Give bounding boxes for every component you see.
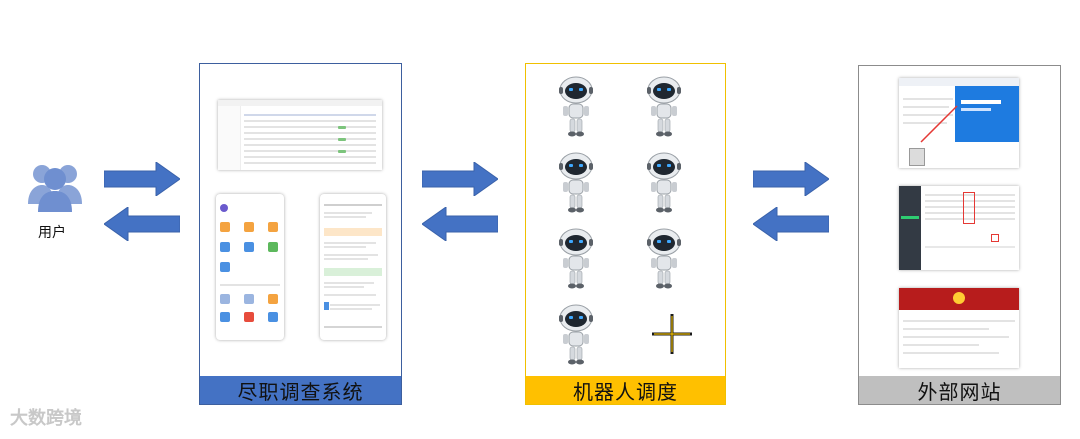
robot-scheduling-title: 机器人调度 <box>526 376 725 404</box>
external-sites-title: 外部网站 <box>859 376 1060 404</box>
desktop-table-screenshot <box>218 100 382 170</box>
external-sites-panel: 外部网站 <box>858 65 1061 405</box>
robot-icon <box>554 152 598 214</box>
arrow-left-icon <box>104 207 180 241</box>
arrow-right-icon <box>104 162 180 196</box>
robot-icon <box>642 76 686 138</box>
robot-icon <box>554 304 598 366</box>
user-label: 用户 <box>38 222 66 242</box>
users-icon <box>26 160 84 212</box>
external-site-screenshot-2 <box>899 186 1019 270</box>
robot-icon <box>554 76 598 138</box>
mobile-chat-screenshot <box>320 194 386 340</box>
due-diligence-panel: 尽职调查系统 <box>199 63 402 405</box>
plus-icon <box>650 312 694 356</box>
robot-scheduling-panel: 机器人调度 <box>525 63 726 405</box>
due-diligence-title: 尽职调查系统 <box>200 376 401 404</box>
watermark: 大数跨境 <box>10 404 82 430</box>
arrow-right-icon <box>753 162 829 196</box>
robot-icon <box>554 228 598 290</box>
robot-icon <box>642 228 686 290</box>
arrow-right-icon <box>422 162 498 196</box>
external-site-screenshot-3 <box>899 288 1019 368</box>
arrow-left-icon <box>753 207 829 241</box>
external-site-screenshot-1 <box>899 78 1019 168</box>
robot-icon <box>642 152 686 214</box>
mobile-app-screenshot <box>216 194 284 340</box>
arrow-left-icon <box>422 207 498 241</box>
